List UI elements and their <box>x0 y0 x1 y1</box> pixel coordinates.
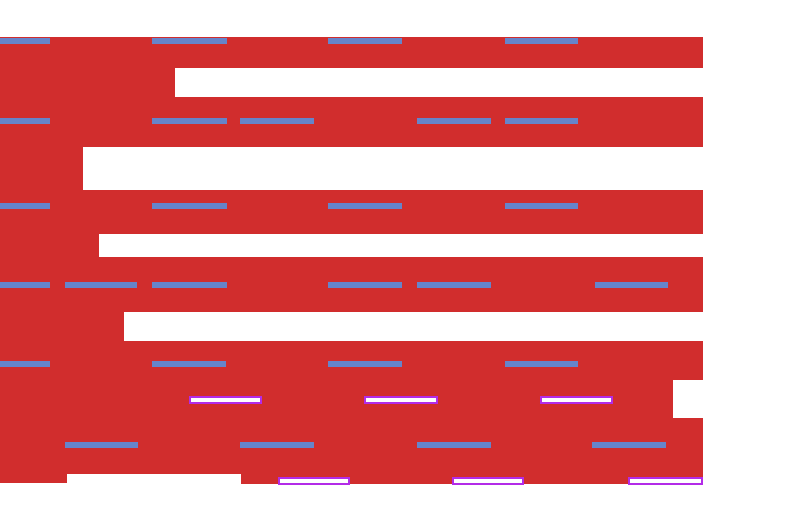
link-placeholder[interactable] <box>65 282 137 288</box>
link-placeholder[interactable] <box>0 38 50 44</box>
link-placeholder[interactable] <box>0 203 50 209</box>
red-content-block <box>0 312 124 341</box>
link-placeholder[interactable] <box>152 361 226 367</box>
link-placeholder[interactable] <box>328 38 402 44</box>
visited-link-placeholder[interactable] <box>452 477 524 485</box>
link-placeholder[interactable] <box>595 282 668 288</box>
link-placeholder[interactable] <box>417 282 491 288</box>
link-placeholder[interactable] <box>240 442 314 448</box>
red-content-block <box>0 234 99 257</box>
visited-link-placeholder[interactable] <box>189 396 262 404</box>
link-placeholder[interactable] <box>417 442 491 448</box>
link-placeholder[interactable] <box>152 282 227 288</box>
link-placeholder[interactable] <box>0 361 50 367</box>
link-placeholder[interactable] <box>152 118 227 124</box>
link-placeholder[interactable] <box>505 38 578 44</box>
link-placeholder[interactable] <box>505 203 578 209</box>
red-content-block <box>0 474 67 483</box>
link-placeholder[interactable] <box>152 38 227 44</box>
background-cutout <box>673 380 703 418</box>
visited-link-placeholder[interactable] <box>364 396 438 404</box>
red-content-block <box>0 97 703 147</box>
visited-link-placeholder[interactable] <box>540 396 613 404</box>
link-placeholder[interactable] <box>328 203 402 209</box>
visited-link-placeholder[interactable] <box>278 477 350 485</box>
link-placeholder[interactable] <box>328 361 402 367</box>
visited-link-placeholder[interactable] <box>628 477 703 485</box>
link-placeholder[interactable] <box>505 361 578 367</box>
link-placeholder[interactable] <box>417 118 491 124</box>
link-placeholder[interactable] <box>240 118 314 124</box>
link-placeholder[interactable] <box>505 118 578 124</box>
red-content-block <box>0 190 703 234</box>
link-placeholder[interactable] <box>592 442 666 448</box>
link-placeholder[interactable] <box>328 282 402 288</box>
link-placeholder[interactable] <box>152 203 227 209</box>
red-content-block <box>0 147 83 190</box>
red-content-block <box>0 68 175 97</box>
link-placeholder[interactable] <box>0 118 50 124</box>
link-placeholder[interactable] <box>65 442 138 448</box>
link-placeholder[interactable] <box>0 282 50 288</box>
